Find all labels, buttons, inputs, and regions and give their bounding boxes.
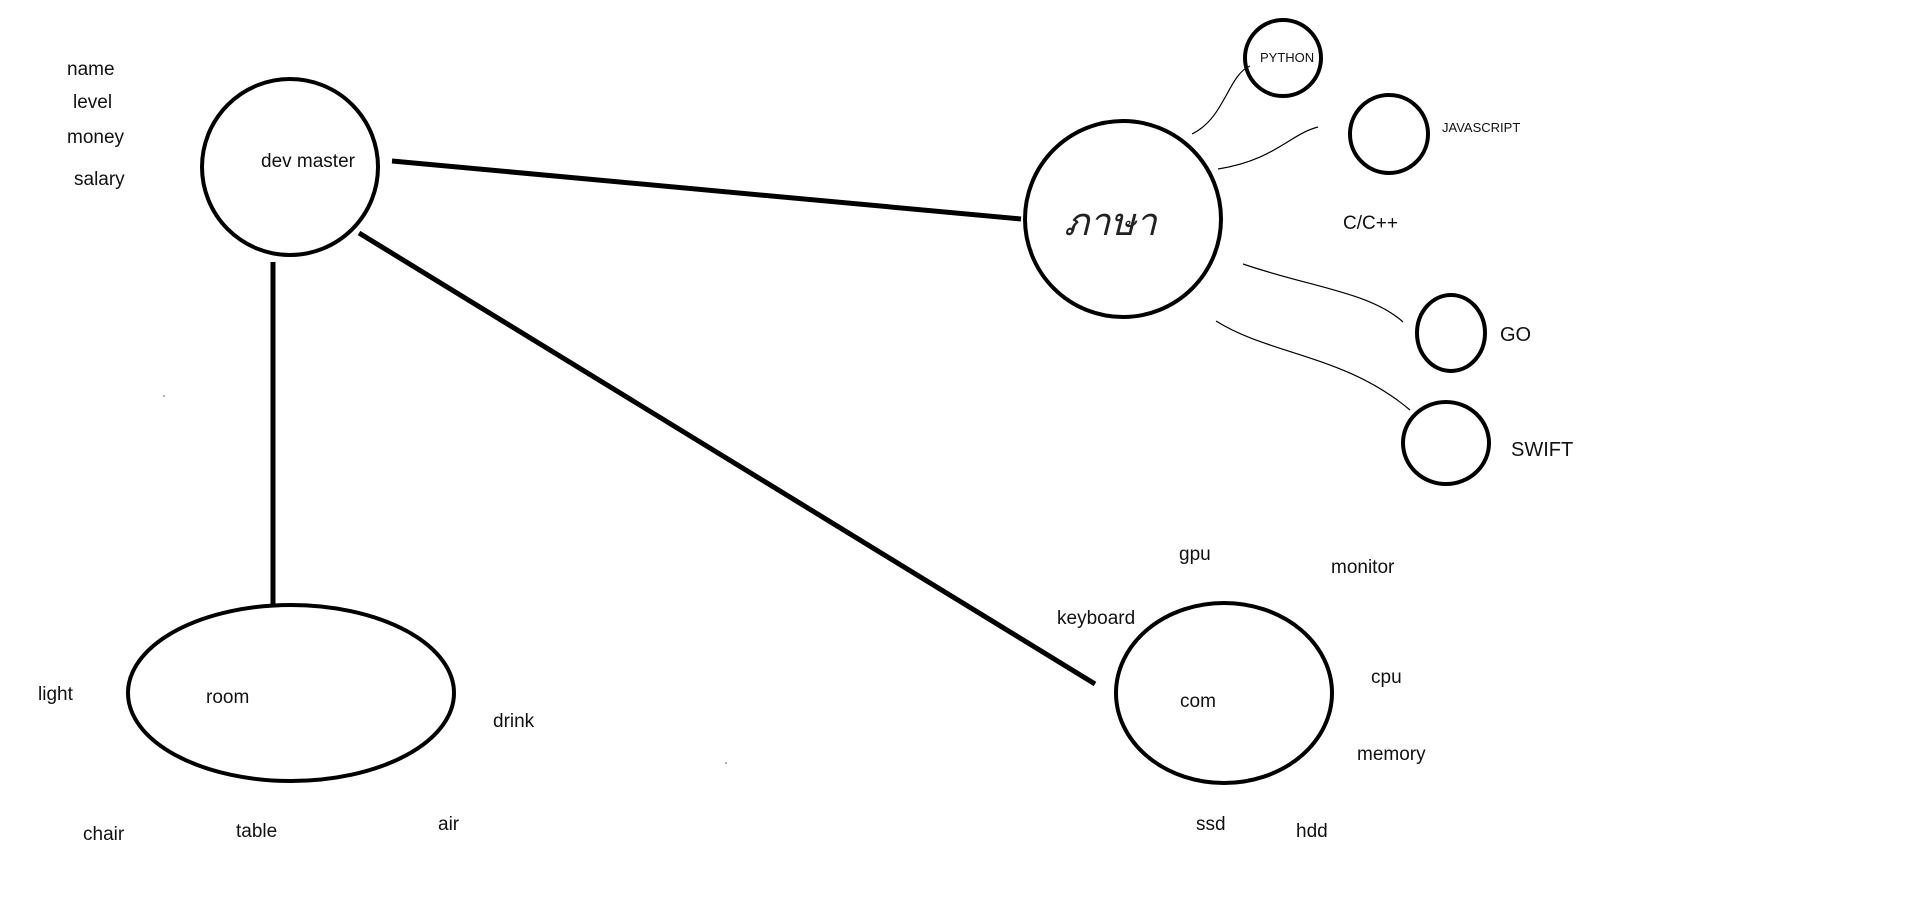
attr-level: level [73,92,113,113]
room-node [126,603,456,783]
com-part-hdd: hdd [1296,821,1328,842]
attr-money: money [67,127,125,148]
swift-label: SWIFT [1511,439,1574,461]
edge-language-swift [1215,320,1411,411]
python-label: PYTHON [1260,50,1315,65]
com-label: com [1180,691,1216,712]
com-node [1114,601,1334,785]
com-part-monitor: monitor [1331,557,1395,578]
javascript-node [1348,93,1430,175]
room-item-air: air [438,814,460,835]
stray-dot [725,762,727,764]
python-node [1243,18,1323,98]
language-label: ภาษา [1064,200,1157,244]
room-item-table: table [236,821,278,842]
com-part-keyboard: keyboard [1057,608,1136,629]
go-label: GO [1500,324,1532,346]
swift-node [1401,400,1491,486]
com-part-gpu: gpu [1179,544,1211,565]
dev-master-node [200,77,380,257]
com-part-ssd: ssd [1196,814,1226,835]
edge-dev-com [357,230,1097,687]
edge-language-go [1242,263,1404,323]
attr-name: name [67,59,115,80]
room-item-light: light [38,684,73,705]
edge-dev-language [391,158,1022,222]
stray-dot [163,395,165,397]
dev-master-label: dev master [261,151,355,172]
edge-language-python [1191,65,1251,135]
room-item-drink: drink [493,711,535,732]
room-item-chair: chair [83,824,125,845]
javascript-label: JAVASCRIPT [1442,120,1521,135]
edge-language-javascript [1217,126,1319,170]
language-node [1023,119,1223,319]
go-node [1415,293,1487,373]
room-label: room [206,687,250,708]
c-cpp-label: C/C++ [1343,213,1398,234]
com-part-memory: memory [1357,744,1426,765]
com-part-cpu: cpu [1371,667,1402,688]
attr-salary: salary [74,169,125,190]
